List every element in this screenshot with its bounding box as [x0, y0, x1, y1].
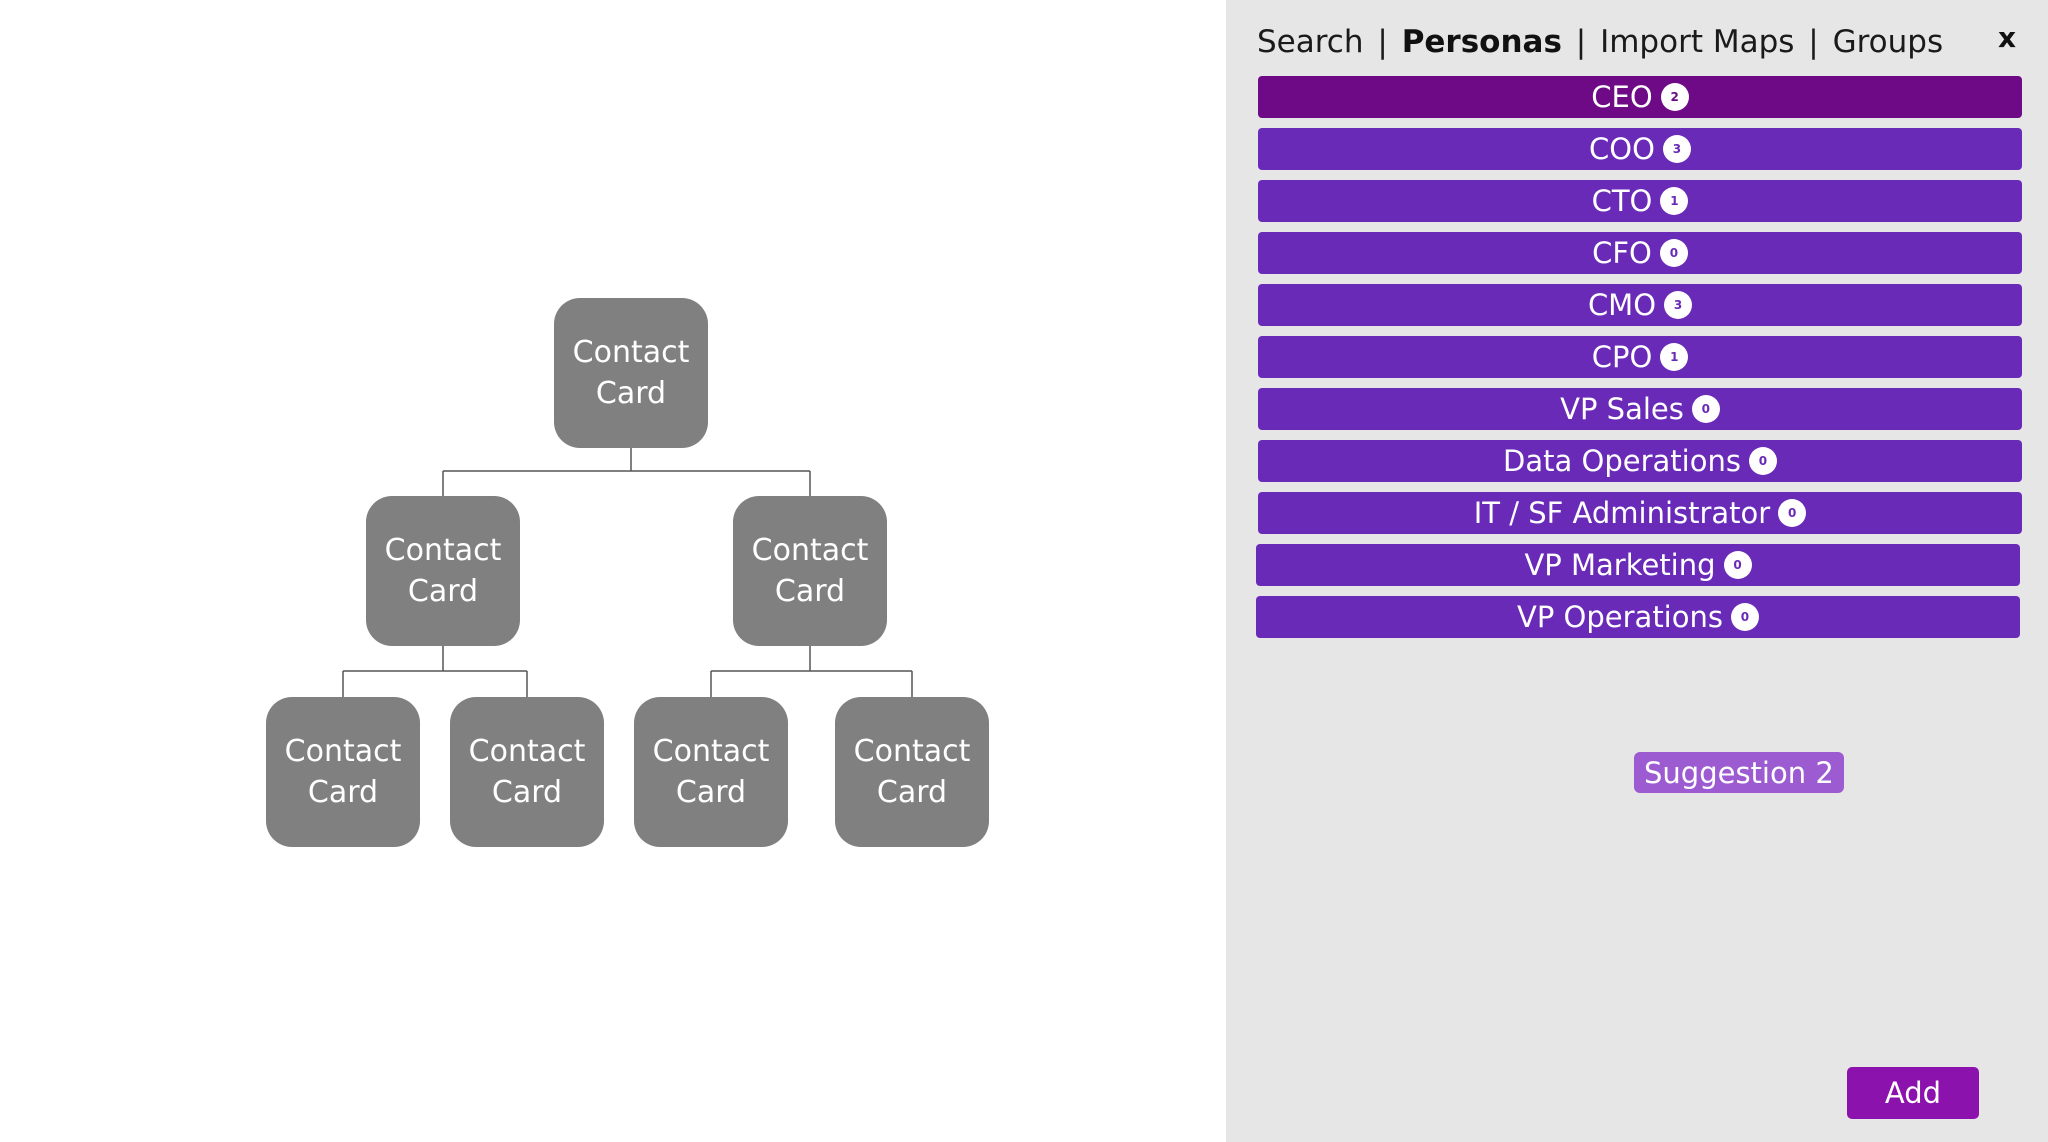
tab-separator: |: [1808, 24, 1819, 60]
contact-card-level2-left[interactable]: Contact Card: [366, 496, 520, 646]
contact-card-level2-right[interactable]: Contact Card: [733, 496, 887, 646]
persona-label: CEO: [1591, 80, 1653, 114]
persona-label: VP Operations: [1517, 600, 1723, 634]
persona-item-vp-sales[interactable]: VP Sales 0: [1258, 388, 2022, 430]
persona-count-badge: 1: [1660, 343, 1689, 371]
contact-card-level3-1[interactable]: Contact Card: [266, 697, 420, 847]
contact-card-level3-2[interactable]: Contact Card: [450, 697, 604, 847]
persona-count-badge: 0: [1659, 239, 1688, 267]
persona-label: Data Operations: [1503, 444, 1741, 478]
close-icon: x: [1997, 20, 2017, 54]
contact-card-line2: Card: [675, 775, 747, 810]
contact-card-line2: Card: [774, 574, 846, 609]
persona-count-badge: 3: [1662, 135, 1691, 163]
contact-card-line2: Card: [307, 775, 379, 810]
tab-search[interactable]: Search: [1257, 24, 1364, 60]
close-button[interactable]: x: [1993, 20, 2021, 54]
org-chart-canvas: Contact Card Contact Card Contact Card C…: [266, 298, 989, 847]
contact-card-line1: Contact: [652, 734, 770, 769]
tab-personas[interactable]: Personas: [1401, 24, 1562, 60]
tab-groups[interactable]: Groups: [1832, 24, 1944, 60]
persona-label: CMO: [1587, 288, 1657, 322]
suggestion-label: Suggestion 2: [1644, 755, 1834, 790]
contact-card-line1: Contact: [751, 533, 869, 568]
org-chart-connectors: [342, 448, 913, 697]
persona-count-badge: 0: [1691, 395, 1720, 423]
persona-count-badge: 2: [1660, 83, 1689, 111]
contact-card-line1: Contact: [572, 335, 690, 370]
persona-item-data-operations[interactable]: Data Operations 0: [1258, 440, 2022, 482]
tab-separator: |: [1575, 24, 1587, 60]
contact-card-line2: Card: [407, 574, 479, 609]
persona-label: CPO: [1591, 340, 1653, 374]
persona-count-badge: 0: [1748, 447, 1777, 475]
persona-item-cfo[interactable]: CFO 0: [1258, 232, 2022, 274]
add-button[interactable]: Add: [1847, 1067, 1979, 1119]
contact-card-level3-4[interactable]: Contact Card: [835, 697, 989, 847]
contact-card-line1: Contact: [284, 734, 402, 769]
contact-card-line2: Card: [491, 775, 563, 810]
persona-count-badge: 0: [1723, 551, 1752, 579]
persona-item-cmo[interactable]: CMO 3: [1258, 284, 2022, 326]
tab-separator: |: [1377, 24, 1388, 60]
persona-label: CFO: [1592, 236, 1652, 270]
tab-import-maps[interactable]: Import Maps: [1600, 24, 1795, 60]
contact-card-line1: Contact: [468, 734, 586, 769]
persona-count-badge: 3: [1664, 291, 1693, 319]
persona-item-cpo[interactable]: CPO 1: [1258, 336, 2022, 378]
persona-label: VP Marketing: [1524, 548, 1716, 582]
persona-item-cto[interactable]: CTO 1: [1258, 180, 2022, 222]
contact-card-line1: Contact: [384, 533, 502, 568]
panel-tabs: Search | Personas | Import Maps | Groups: [1257, 24, 1943, 60]
persona-label: CTO: [1591, 184, 1653, 218]
contact-card-line2: Card: [595, 376, 667, 411]
add-button-label: Add: [1884, 1076, 1942, 1110]
persona-item-coo[interactable]: COO 3: [1258, 128, 2022, 170]
persona-label: VP Sales: [1560, 392, 1684, 426]
persona-item-vp-marketing[interactable]: VP Marketing 0: [1256, 544, 2020, 586]
persona-item-vp-operations[interactable]: VP Operations 0: [1256, 596, 2020, 638]
persona-count-badge: 0: [1730, 603, 1759, 631]
personas-panel: Search | Personas | Import Maps | Groups…: [1226, 0, 2048, 1142]
contact-card-root[interactable]: Contact Card: [554, 298, 708, 448]
suggestion-chip[interactable]: Suggestion 2: [1634, 752, 1844, 793]
persona-count-badge: 0: [1778, 499, 1807, 527]
contact-card-level3-3[interactable]: Contact Card: [634, 697, 788, 847]
persona-list: CEO 2 COO 3 CTO 1 CFO 0 CMO 3 CPO 1 VP S…: [1256, 76, 2022, 648]
persona-item-it-sf-administrator[interactable]: IT / SF Administrator 0: [1258, 492, 2022, 534]
persona-label: COO: [1589, 132, 1655, 166]
persona-item-ceo[interactable]: CEO 2: [1258, 76, 2022, 118]
contact-card-line2: Card: [876, 775, 948, 810]
contact-card-line1: Contact: [853, 734, 971, 769]
persona-count-badge: 1: [1660, 187, 1689, 215]
persona-label: IT / SF Administrator: [1473, 496, 1771, 530]
